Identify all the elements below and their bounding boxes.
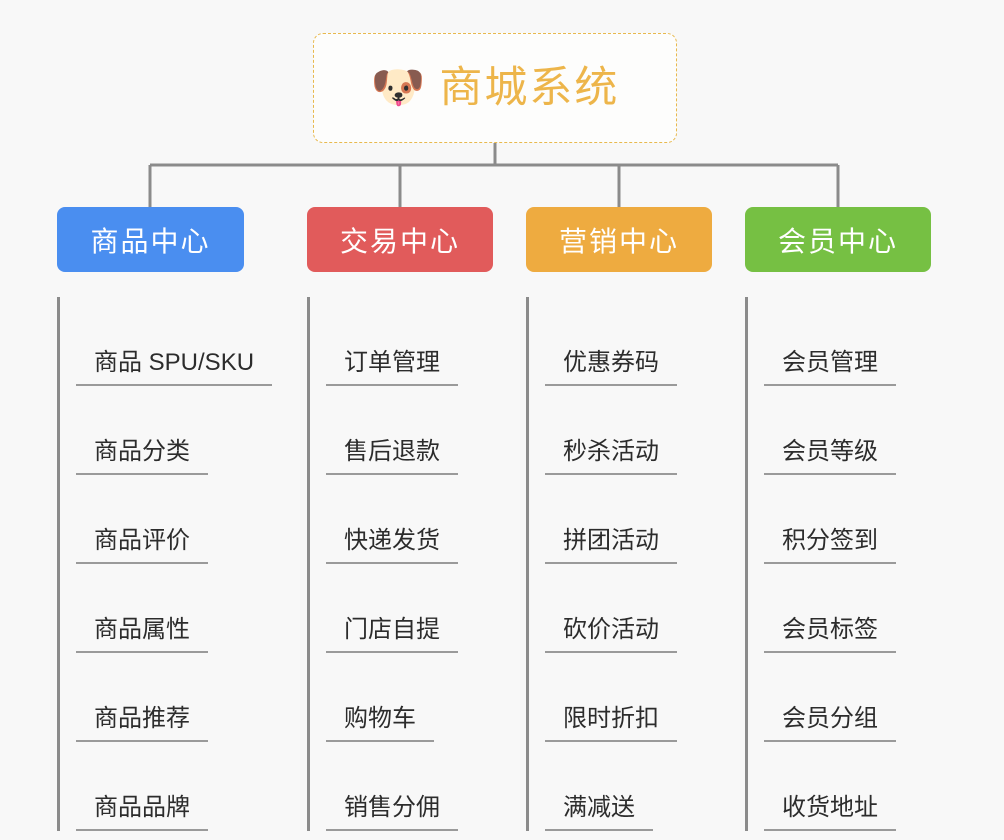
list-item[interactable]: 积分签到 bbox=[764, 475, 931, 564]
leaf-label: 收货地址 bbox=[764, 794, 896, 831]
leaf-label: 会员分组 bbox=[764, 705, 896, 742]
list-item[interactable]: 会员管理 bbox=[764, 297, 931, 386]
dog-face-icon: 🐶 bbox=[370, 63, 426, 112]
leaf-label: 会员管理 bbox=[764, 349, 896, 386]
leaf-list-member-center: 会员管理会员等级积分签到会员标签会员分组收货地址 bbox=[745, 297, 931, 831]
leaf-label: 快递发货 bbox=[326, 527, 458, 564]
leaf-label: 商品 SPU/SKU bbox=[76, 349, 273, 386]
list-item[interactable]: 销售分佣 bbox=[326, 742, 493, 831]
leaf-label: 优惠券码 bbox=[545, 349, 677, 386]
category-label: 会员中心 bbox=[777, 225, 898, 257]
column-trade-center: 交易中心订单管理售后退款快递发货门店自提购物车销售分佣 bbox=[307, 207, 493, 831]
column-member-center: 会员中心会员管理会员等级积分签到会员标签会员分组收货地址 bbox=[745, 207, 931, 831]
leaf-label: 商品分类 bbox=[76, 438, 208, 475]
category-label: 商品中心 bbox=[90, 225, 211, 257]
category-box-product-center[interactable]: 商品中心 bbox=[57, 207, 244, 272]
column-product-center: 商品中心商品 SPU/SKU 商品分类商品评价商品属性商品推荐商品品牌 bbox=[57, 207, 273, 831]
list-item[interactable]: 商品品牌 bbox=[76, 742, 244, 831]
list-item[interactable]: 秒杀活动 bbox=[545, 386, 712, 475]
root-node[interactable]: 🐶 商城系统 bbox=[313, 33, 677, 143]
list-item[interactable]: 购物车 bbox=[326, 653, 493, 742]
leaf-list-product-center: 商品 SPU/SKU 商品分类商品评价商品属性商品推荐商品品牌 bbox=[57, 297, 273, 831]
leaf-label: 满减送 bbox=[545, 794, 653, 831]
list-item[interactable]: 砍价活动 bbox=[545, 564, 712, 653]
leaf-label: 拼团活动 bbox=[545, 527, 677, 564]
list-item[interactable]: 商品评价 bbox=[76, 475, 244, 564]
leaf-label: 砍价活动 bbox=[545, 616, 677, 653]
list-item[interactable]: 商品属性 bbox=[76, 564, 244, 653]
category-label: 营销中心 bbox=[558, 225, 679, 257]
list-item[interactable]: 会员标签 bbox=[764, 564, 931, 653]
leaf-label: 限时折扣 bbox=[545, 705, 677, 742]
list-item[interactable]: 优惠券码 bbox=[545, 297, 712, 386]
list-item[interactable]: 会员等级 bbox=[764, 386, 931, 475]
leaf-label: 会员标签 bbox=[764, 616, 896, 653]
leaf-list-trade-center: 订单管理售后退款快递发货门店自提购物车销售分佣 bbox=[307, 297, 493, 831]
leaf-label: 订单管理 bbox=[326, 349, 458, 386]
leaf-label: 商品属性 bbox=[76, 616, 208, 653]
list-item[interactable]: 拼团活动 bbox=[545, 475, 712, 564]
leaf-label: 门店自提 bbox=[326, 616, 458, 653]
category-box-trade-center[interactable]: 交易中心 bbox=[307, 207, 493, 272]
root-node-label: 商城系统 bbox=[439, 63, 620, 112]
list-item[interactable]: 商品 SPU/SKU bbox=[76, 297, 273, 386]
leaf-label: 售后退款 bbox=[326, 438, 458, 475]
category-box-member-center[interactable]: 会员中心 bbox=[745, 207, 931, 272]
leaf-label: 会员等级 bbox=[764, 438, 896, 475]
list-item[interactable]: 商品推荐 bbox=[76, 653, 244, 742]
category-box-marketing-center[interactable]: 营销中心 bbox=[526, 207, 712, 272]
leaf-label: 销售分佣 bbox=[326, 794, 458, 831]
leaf-label: 商品推荐 bbox=[76, 705, 208, 742]
list-item[interactable]: 收货地址 bbox=[764, 742, 931, 831]
list-item[interactable]: 满减送 bbox=[545, 742, 712, 831]
list-item[interactable]: 门店自提 bbox=[326, 564, 493, 653]
column-marketing-center: 营销中心优惠券码秒杀活动拼团活动砍价活动限时折扣满减送 bbox=[526, 207, 712, 831]
list-item[interactable]: 会员分组 bbox=[764, 653, 931, 742]
category-label: 交易中心 bbox=[339, 225, 460, 257]
list-item[interactable]: 售后退款 bbox=[326, 386, 493, 475]
list-item[interactable]: 限时折扣 bbox=[545, 653, 712, 742]
leaf-list-marketing-center: 优惠券码秒杀活动拼团活动砍价活动限时折扣满减送 bbox=[526, 297, 712, 831]
list-item[interactable]: 商品分类 bbox=[76, 386, 244, 475]
leaf-label: 商品品牌 bbox=[76, 794, 208, 831]
leaf-label: 购物车 bbox=[326, 705, 434, 742]
leaf-label: 商品评价 bbox=[76, 527, 208, 564]
list-item[interactable]: 快递发货 bbox=[326, 475, 493, 564]
list-item[interactable]: 订单管理 bbox=[326, 297, 493, 386]
leaf-label: 秒杀活动 bbox=[545, 438, 677, 475]
leaf-label: 积分签到 bbox=[764, 527, 896, 564]
